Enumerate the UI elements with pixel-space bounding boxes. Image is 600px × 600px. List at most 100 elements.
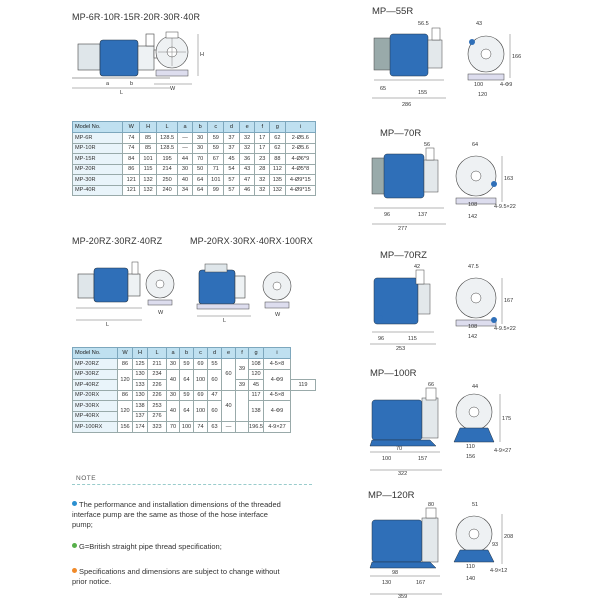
cell-model: MP-30RZ	[72, 368, 118, 380]
cell: 4-Ø6*9	[284, 153, 317, 165]
model-title-mp55r: MP—55R	[372, 6, 414, 17]
dim-label: 110	[466, 564, 475, 570]
cell: 4-5×8	[263, 389, 291, 401]
dim-label: 322	[398, 471, 407, 477]
table-row: MP-30RX 120 138 253 40 64 100 60 138 4-Φ…	[72, 400, 316, 422]
pump-drawing-mp120r: 80 51 208 98 130 167 110 140 359 4-9×12 …	[369, 502, 513, 600]
cell: 32	[254, 184, 271, 196]
cell: 119	[290, 379, 316, 391]
pump-drawing-rx-series: L W	[196, 263, 292, 324]
pump-drawing-r-series-side: a L b	[72, 33, 170, 96]
cell: 130	[132, 389, 148, 401]
table-row: MP-20RZ 86 125 211 30 59 69 55 60 39 108…	[72, 358, 316, 391]
dim-label: 56.5	[418, 21, 429, 27]
table-row: MP-100RX 156 174 323 70 100 74 63 — 196.…	[72, 421, 316, 433]
dim-label: 100	[474, 82, 483, 88]
col-header: Model No.	[71, 121, 124, 133]
cell: 71	[207, 163, 225, 175]
cell: 57	[223, 184, 240, 196]
cell: 135	[269, 174, 286, 186]
cell-model: MP-20RX	[72, 389, 118, 401]
svg-text:b: b	[130, 81, 133, 87]
cell: 60	[207, 368, 222, 391]
cell: 59	[207, 142, 225, 154]
cell: 174	[132, 421, 148, 433]
cell: 100	[179, 421, 194, 433]
cell: 101	[139, 153, 157, 165]
cell: 67	[207, 153, 225, 165]
dim-label: 43	[476, 21, 482, 27]
cell: 133	[132, 379, 148, 391]
note-text: Specifications and dimensions are subjec…	[72, 567, 280, 586]
cell: 86	[117, 358, 133, 370]
cell-model: MP-30RX	[72, 400, 118, 412]
dim-label: 163	[504, 176, 513, 182]
cell: 47	[207, 389, 222, 401]
cell: 138	[132, 400, 148, 412]
svg-text:W: W	[275, 312, 281, 318]
cell: 226	[147, 379, 167, 391]
cell: 64	[191, 184, 209, 196]
cell: 64	[191, 174, 209, 186]
dim-label: 66	[428, 382, 434, 388]
cell: 99	[207, 184, 225, 196]
cell: 69	[193, 389, 208, 401]
cell: 138	[248, 400, 264, 422]
cell: 4-Ø9*15	[284, 184, 317, 196]
cell: 70	[191, 153, 209, 165]
cell: 70	[166, 421, 180, 433]
cell: 196.5	[248, 421, 264, 433]
cell: 37	[223, 132, 240, 144]
cell: 112	[269, 163, 286, 175]
cell: 62	[269, 132, 286, 144]
cell: 2-Ø5.6	[284, 142, 317, 154]
section-title-rz-series: MP-20RZ·30RZ·40RZ	[72, 236, 163, 246]
dim-label: 157	[418, 456, 427, 462]
dim-label: 175	[502, 416, 511, 422]
cell: 45	[248, 379, 264, 391]
svg-text:L: L	[223, 318, 226, 324]
dim-label: 93	[492, 542, 498, 548]
model-title-mp100r: MP—100R	[370, 368, 417, 379]
cell: 100	[193, 400, 208, 422]
cell: 117	[248, 389, 264, 401]
cell: 4-Φ9	[263, 400, 291, 422]
dim-label: 120	[478, 92, 487, 98]
col-header: g	[269, 121, 286, 133]
table-row: MP-30RZ 120 130 234 40 64 100 60 120 4-Φ…	[72, 368, 316, 391]
dim-label: 167	[416, 580, 425, 586]
cell-model: MP-6R	[71, 132, 124, 144]
cell	[235, 389, 249, 422]
cell: 4-Ø5*8	[284, 163, 317, 175]
cell: 50	[191, 163, 209, 175]
cell: 121	[122, 174, 141, 186]
col-header: H	[132, 347, 148, 359]
cell: 115	[139, 163, 157, 175]
cell: 32	[238, 142, 256, 154]
cell: 60	[207, 400, 222, 422]
dim-label: 47.5	[468, 264, 479, 270]
cell: 59	[179, 358, 194, 370]
cell: 86	[117, 389, 133, 401]
dim-label: 110	[466, 444, 475, 450]
cell: 74	[122, 132, 141, 144]
cell-model: MP-20R	[71, 163, 124, 175]
cell: 250	[155, 174, 179, 186]
pump-drawing-rz-series: L W	[76, 261, 175, 328]
cell: 32	[254, 174, 271, 186]
cell-model: MP-15R	[71, 153, 124, 165]
cell: 46	[238, 184, 256, 196]
cell: 60	[221, 358, 236, 391]
dim-label: 65	[380, 86, 386, 92]
dim-label: 4-9×12	[490, 568, 507, 574]
col-header: W	[117, 347, 133, 359]
cell: 74	[193, 421, 208, 433]
col-header: a	[177, 121, 193, 133]
section-title-rx-series: MP-20RX·30RX·40RX·100RX	[190, 236, 313, 246]
dim-label: 96	[384, 212, 390, 218]
cell	[235, 421, 249, 433]
col-header: f	[235, 347, 249, 359]
cell: 4-9×27	[263, 421, 291, 433]
